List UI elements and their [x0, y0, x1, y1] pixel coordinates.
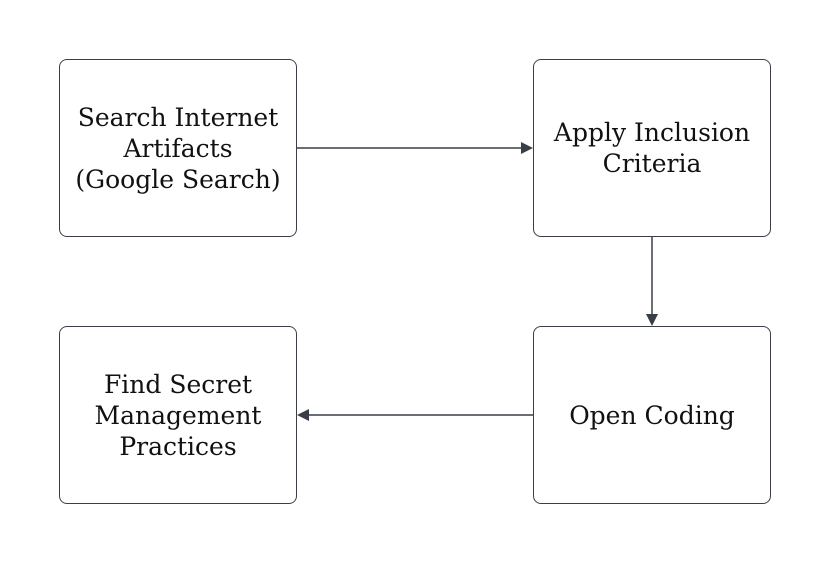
- node-find-secret-management-practices: Find Secret Management Practices: [59, 326, 297, 504]
- node-apply-inclusion-criteria: Apply Inclusion Criteria: [533, 59, 771, 237]
- node-open-coding: Open Coding: [533, 326, 771, 504]
- node-search-internet-artifacts: Search Internet Artifacts (Google Search…: [59, 59, 297, 237]
- node-label: Open Coding: [569, 400, 735, 430]
- node-label: Apply Inclusion Criteria: [553, 118, 751, 178]
- node-label: Search Internet Artifacts (Google Search…: [75, 102, 281, 194]
- node-label: Find Secret Management Practices: [94, 369, 262, 461]
